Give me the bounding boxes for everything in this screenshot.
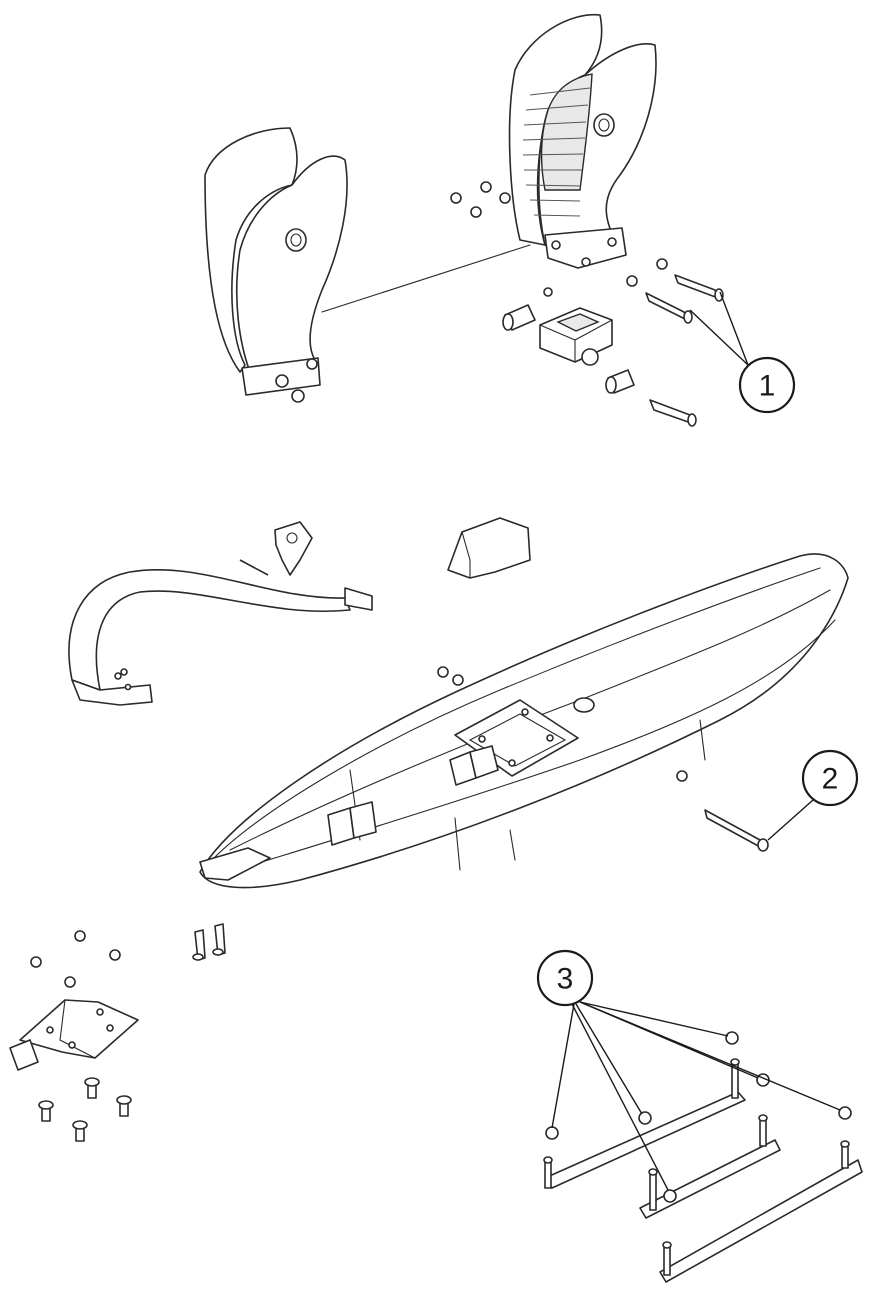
- seat-back-nuts: [450, 181, 668, 297]
- runners-group: [543, 1031, 863, 1283]
- handle-bracket: [239, 521, 313, 576]
- runner-nuts: [545, 1031, 852, 1203]
- alignment-line: [321, 244, 531, 313]
- hinge-block: [539, 307, 613, 366]
- callout-3-label: 3: [557, 963, 574, 996]
- callout-3: 3: [536, 949, 841, 1191]
- runner-3: [659, 1140, 863, 1283]
- seat-back-left: [204, 127, 348, 403]
- ski-nuts: [437, 666, 464, 686]
- ski-bindings: [327, 699, 579, 846]
- wedge-block: [447, 517, 531, 579]
- seat-bolts: [645, 274, 724, 324]
- callout-2: 2: [767, 749, 859, 841]
- runner-1: [543, 1058, 746, 1189]
- callout-1-label: 1: [759, 370, 776, 403]
- bracket-rivets: [38, 1077, 132, 1142]
- seat-back-right: [508, 14, 657, 269]
- callout-1: 1: [689, 291, 796, 414]
- steering-handle: [68, 568, 373, 706]
- ski-bolt: [676, 770, 769, 852]
- bracket-plate-group: [9, 923, 226, 1142]
- hinge-pins: [502, 304, 697, 427]
- callout-2-label: 2: [822, 763, 839, 796]
